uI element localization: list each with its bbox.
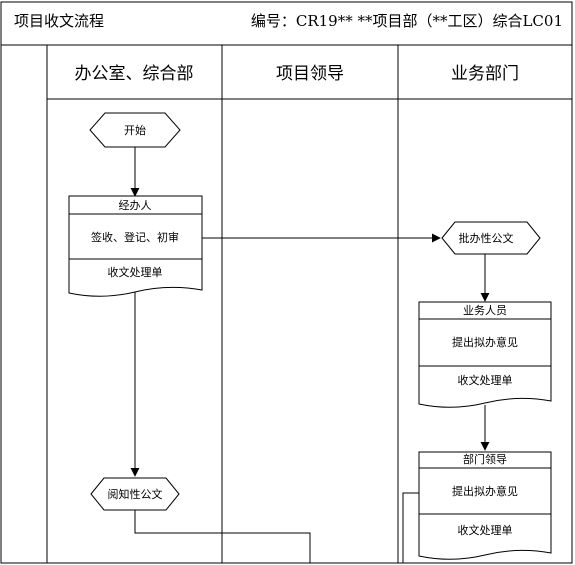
lane-header-dept: 业务部门 — [451, 64, 519, 84]
dept-leader-step: 提出拟办意见 — [452, 484, 518, 498]
dept-leader-doc: 收文处理单 — [458, 523, 513, 537]
staff-box — [418, 301, 552, 408]
staff-doc: 收文处理单 — [458, 373, 513, 387]
handler-box — [68, 195, 203, 297]
lane-header-leader: 项目领导 — [276, 64, 344, 84]
read-decision — [90, 477, 180, 511]
dept-leader-box — [418, 451, 552, 560]
connector-leader-onwards — [402, 492, 419, 563]
approve-decision-label: 批办性公文 — [459, 231, 514, 245]
document-code: 编号：CR19** **项目部（**工区）综合LC01 — [251, 12, 563, 30]
connector-read-onwards — [134, 510, 311, 563]
dept-leader-title: 部门领导 — [463, 452, 507, 466]
handler-title: 经办人 — [119, 199, 152, 212]
approve-decision — [441, 221, 541, 255]
handler-step: 签收、登记、初审 — [91, 230, 179, 244]
staff-title: 业务人员 — [463, 304, 507, 317]
staff-step: 提出拟办意见 — [452, 335, 518, 349]
read-decision-label: 阅知性公文 — [108, 487, 163, 501]
handler-doc: 收文处理单 — [108, 265, 163, 279]
start-node — [89, 112, 181, 148]
page-title: 项目收文流程 — [14, 12, 104, 30]
start-label: 开始 — [124, 123, 146, 137]
lane-header-office: 办公室、综合部 — [75, 64, 194, 84]
